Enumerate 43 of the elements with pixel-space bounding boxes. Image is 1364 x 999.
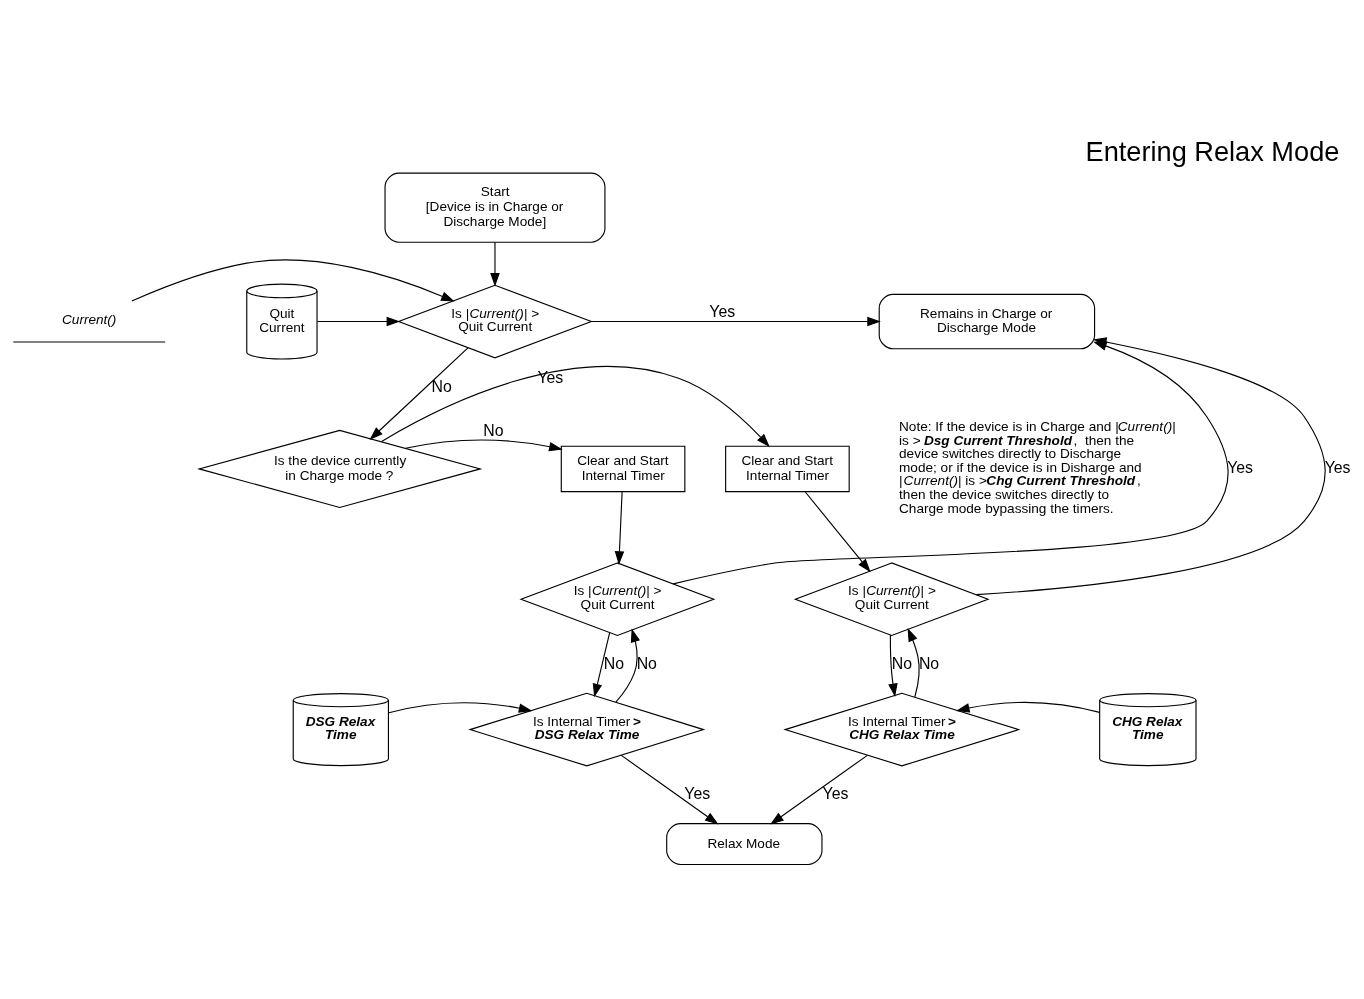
arrow xyxy=(490,241,500,287)
arrow xyxy=(804,491,871,573)
arrow xyxy=(590,316,881,327)
label: Note: If the device is in Charge and |Current()| is > Dsg Current Threshold, then the device switches directly to Discharge mode; or if the device is in Disharge and |Current()| is >Chg Current Threshold, then the device switches directly to Charge mode bypassing the timers. xyxy=(899,419,1176,516)
arrow xyxy=(316,316,401,327)
arrow xyxy=(770,754,868,825)
node-diamond: Is |Current()| > Quit Current xyxy=(519,562,716,637)
arrow xyxy=(888,634,898,698)
arrow xyxy=(388,702,533,714)
arrow xyxy=(614,491,625,565)
diagram-title: Entering Relax Mode xyxy=(1085,135,1340,167)
edge-label: Yes xyxy=(684,784,711,802)
node-diamond: Is |Current()| > Quit Current xyxy=(397,284,593,359)
arrow xyxy=(955,701,1101,713)
arrow xyxy=(405,439,563,452)
node-box: Remains in Charge or Discharge Mode xyxy=(878,293,1096,350)
arrow xyxy=(369,347,469,440)
edge-label: No xyxy=(483,421,504,439)
edge-label: No xyxy=(891,654,912,672)
node-diamond: Is Internal Timer > CHG Relax Time xyxy=(783,692,1021,767)
arrow xyxy=(592,632,611,698)
node-box: Relax Mode xyxy=(666,823,823,866)
arrow xyxy=(131,259,455,302)
edge-label: Yes xyxy=(709,303,736,321)
node-diamond: Is |Current()| > Quit Current xyxy=(793,562,990,637)
arrow xyxy=(620,754,719,825)
node-diamond: Is Internal Timer > DSG Relax Time xyxy=(468,692,706,767)
edge-label: No xyxy=(431,378,452,396)
edge-label: No xyxy=(918,654,940,672)
edge-label: Yes xyxy=(822,784,849,802)
edge-label: Yes xyxy=(1324,459,1351,477)
arrow xyxy=(615,628,640,703)
arrow xyxy=(381,366,770,448)
node-box: Clear and Start Internal Timer xyxy=(725,445,850,493)
node-box: Clear and Start Internal Timer xyxy=(560,445,686,493)
edge-label: Yes xyxy=(537,368,564,386)
node-text: Current() xyxy=(62,311,117,327)
arrow xyxy=(907,627,920,698)
edge-label: No xyxy=(636,654,657,672)
arrow xyxy=(975,337,1326,596)
edge-label: Yes xyxy=(1227,459,1254,477)
node-box: Start [Device is in Charge or Discharge Mode] xyxy=(384,172,606,243)
edge-label: No xyxy=(603,654,625,672)
